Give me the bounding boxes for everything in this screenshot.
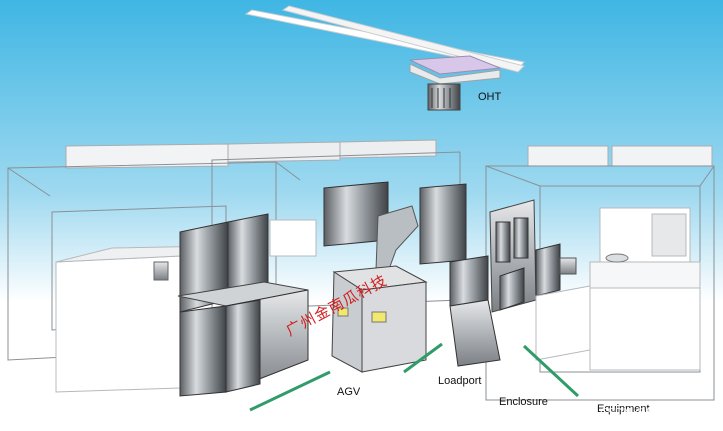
- floor-guide-lines: [249, 342, 580, 412]
- credit-text: CSDN @SECS/GEM: [600, 406, 704, 419]
- label-loadport: Loadport: [438, 375, 482, 387]
- left-loadports: [177, 213, 309, 397]
- oht-rails: [244, 5, 525, 73]
- equipment-tool: [589, 207, 701, 371]
- agv-vehicle: [331, 205, 428, 373]
- label-equipment: Equipment: [597, 403, 650, 415]
- center-loadport: [449, 255, 501, 367]
- enclosure-stocker: [489, 199, 591, 361]
- label-enclosure: Enclosure: [499, 396, 548, 408]
- label-agv: AGV: [337, 386, 361, 398]
- left-process-tool: [55, 245, 221, 393]
- oht-vehicle: [409, 55, 501, 111]
- label-oht: OHT: [478, 91, 502, 103]
- back-tools: [269, 181, 467, 265]
